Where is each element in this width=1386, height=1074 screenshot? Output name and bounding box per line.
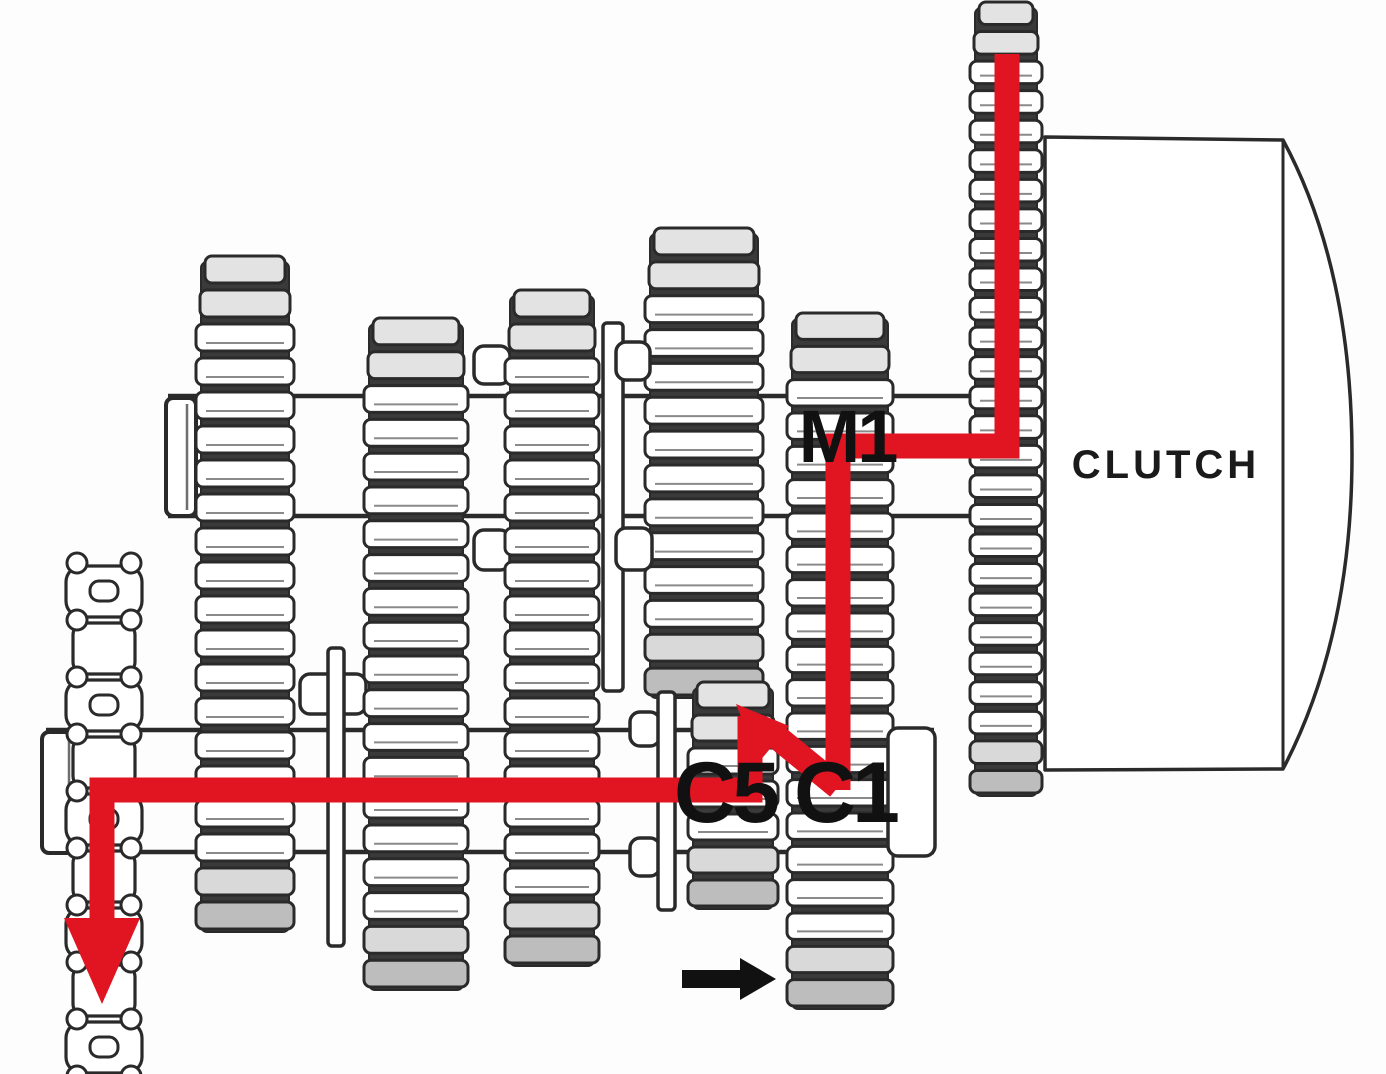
- label-clutch: CLUTCH: [1072, 443, 1260, 487]
- engagement-dog: [628, 836, 662, 878]
- gear-column-1: [194, 254, 296, 933]
- label-m1-gear: M1: [799, 395, 898, 478]
- label-c5-gear: C5: [674, 745, 778, 841]
- clutch-body: [1043, 135, 1354, 772]
- gear-column-3: [503, 288, 601, 967]
- power-flow-arrow: [64, 54, 1020, 1004]
- label-c1-gear: C1: [794, 745, 898, 841]
- gearbox-linework: [40, 0, 1354, 1074]
- gear-column-2: [362, 316, 470, 991]
- engagement-dog: [886, 726, 937, 858]
- power-flow-overlay: [64, 54, 1020, 1004]
- mesh-direction-arrow: [682, 958, 776, 1000]
- labels-layer: M1 C5 C1 CLUTCH: [674, 395, 1260, 841]
- spacer-plate: [601, 321, 625, 693]
- engagement-dog: [614, 340, 652, 382]
- engagement-dog: [614, 526, 654, 572]
- mainshaft-end-cap: [164, 396, 198, 518]
- engagement-dog: [628, 710, 662, 748]
- gear-column-4: [643, 226, 765, 699]
